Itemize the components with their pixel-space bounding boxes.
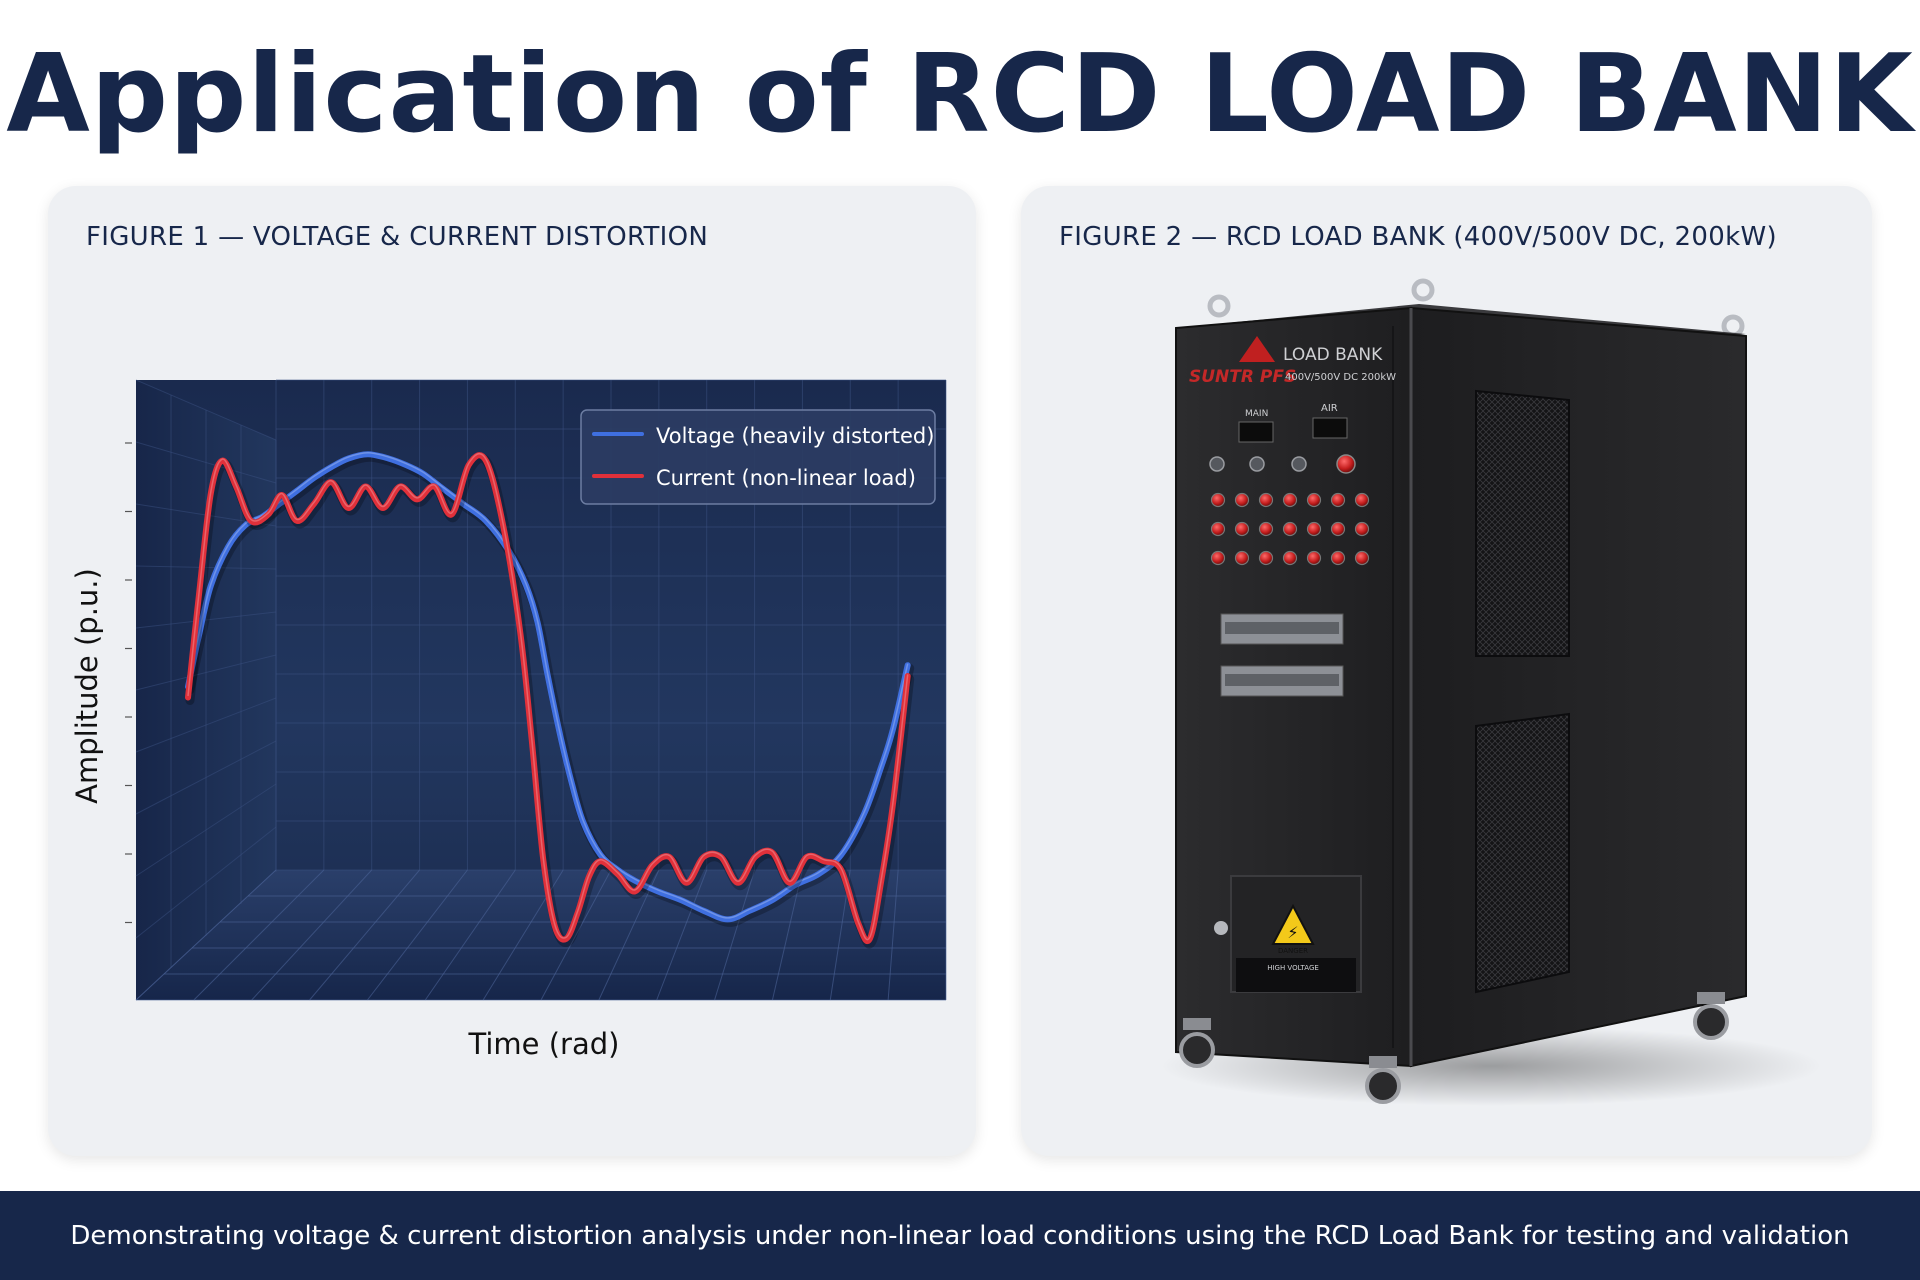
side-vent-upper (1475, 389, 1570, 657)
load-step-button[interactable] (1354, 492, 1370, 508)
series-layer (185, 451, 915, 949)
legend-label-voltage: Voltage (heavily distorted) (656, 424, 934, 448)
load-step-button[interactable] (1258, 492, 1274, 508)
load-step-button[interactable] (1234, 492, 1250, 508)
grid-line (309, 869, 420, 1001)
control-knob[interactable] (1209, 456, 1225, 472)
figure-2-panel: FIGURE 2 — RCD LOAD BANK (400V/500V DC, … (1021, 186, 1872, 1156)
load-step-button[interactable] (1282, 550, 1298, 566)
grid-line (771, 869, 803, 1001)
load-step-button[interactable] (1306, 521, 1322, 537)
switch-air-label: AIR (1321, 403, 1338, 414)
load-step-button[interactable] (1282, 521, 1298, 537)
svg-text:⚡: ⚡ (1287, 923, 1298, 942)
footer-caption: Demonstrating voltage & current distorti… (70, 1220, 1850, 1251)
air-switch[interactable] (1312, 417, 1348, 439)
cable-entry (1236, 958, 1356, 992)
grid-line (367, 869, 468, 1001)
x-axis-label: Time (rad) (468, 1027, 620, 1061)
y-axis-label: Amplitude (p.u.) (70, 568, 104, 804)
series-highlight (187, 452, 909, 941)
grid-line (193, 869, 325, 1001)
page-title: Application of RCD LOAD BANK (6, 32, 1914, 157)
figure-1-caption: FIGURE 1 — VOLTAGE & CURRENT DISTORTION (86, 222, 709, 252)
footer-bar: Demonstrating voltage & current distorti… (0, 1191, 1920, 1280)
figure-2-caption: FIGURE 2 — RCD LOAD BANK (400V/500V DC, … (1059, 222, 1777, 252)
load-step-button[interactable] (1354, 521, 1370, 537)
control-knobs (1209, 454, 1356, 474)
load-step-button[interactable] (1306, 550, 1322, 566)
device-label: LOAD BANK (1283, 345, 1383, 365)
control-knob[interactable] (1291, 456, 1307, 472)
grid-line (135, 869, 277, 1001)
grid-floor (136, 870, 946, 1000)
load-step-button[interactable] (1330, 492, 1346, 508)
load-step-button[interactable] (1258, 550, 1274, 566)
load-step-button[interactable] (1282, 492, 1298, 508)
load-step-button[interactable] (1210, 492, 1226, 508)
warning-icon: ⚡ (1271, 903, 1315, 945)
device-spec: 400V/500V DC 200kW (1285, 372, 1396, 383)
terminal-block-upper (1220, 613, 1344, 645)
series-line-current (185, 452, 911, 945)
chart-legend: Voltage (heavily distorted) Current (non… (580, 409, 936, 505)
distortion-chart: Voltage (heavily distorted) Current (non… (70, 379, 947, 1061)
series-highlight (187, 451, 909, 919)
brand-logo: SUNTR PFS (1189, 336, 1296, 387)
load-step-button[interactable] (1306, 492, 1322, 508)
main-switch[interactable] (1238, 421, 1274, 443)
load-step-button[interactable] (1258, 521, 1274, 537)
load-step-button[interactable] (1234, 550, 1250, 566)
grid-line (656, 869, 708, 1001)
grid-line (424, 869, 516, 1001)
load-bank-illustration: SUNTR PFS LOAD BANK 400V/500V DC 200kW M… (1161, 278, 1821, 1106)
grid-line (540, 869, 612, 1001)
control-knob[interactable] (1249, 456, 1265, 472)
warning-sublabel: HIGH VOLTAGE (1267, 964, 1319, 972)
switch-main-label: MAIN (1245, 409, 1268, 419)
emergency-stop-button[interactable] (1336, 454, 1356, 474)
legend-label-current: Current (non-linear load) (656, 466, 916, 490)
load-step-button[interactable] (1210, 521, 1226, 537)
grid-line (598, 869, 660, 1001)
load-step-button[interactable] (1210, 550, 1226, 566)
side-vent-lower (1475, 712, 1570, 994)
grid-line (887, 869, 899, 1001)
load-step-button[interactable] (1234, 521, 1250, 537)
grid-line (251, 869, 373, 1001)
grid-line (714, 869, 756, 1001)
y-axis-ticks (125, 442, 132, 924)
load-step-button[interactable] (1330, 550, 1346, 566)
terminal-block-lower (1220, 665, 1344, 697)
warning-label: DANGER (1278, 947, 1308, 955)
lock-icon[interactable] (1214, 921, 1228, 935)
figure-1-panel: FIGURE 1 — VOLTAGE & CURRENT DISTORTION (48, 186, 976, 1156)
caster-wheel-icon (1179, 992, 1729, 1104)
cabinet-side (1410, 306, 1747, 1068)
load-step-buttons (1210, 492, 1370, 566)
series-line-voltage (185, 451, 911, 923)
svg-text:SUNTR PFS: SUNTR PFS (1189, 367, 1296, 387)
plot-grid (135, 379, 947, 1001)
load-step-button[interactable] (1354, 550, 1370, 566)
load-step-button[interactable] (1330, 521, 1346, 537)
